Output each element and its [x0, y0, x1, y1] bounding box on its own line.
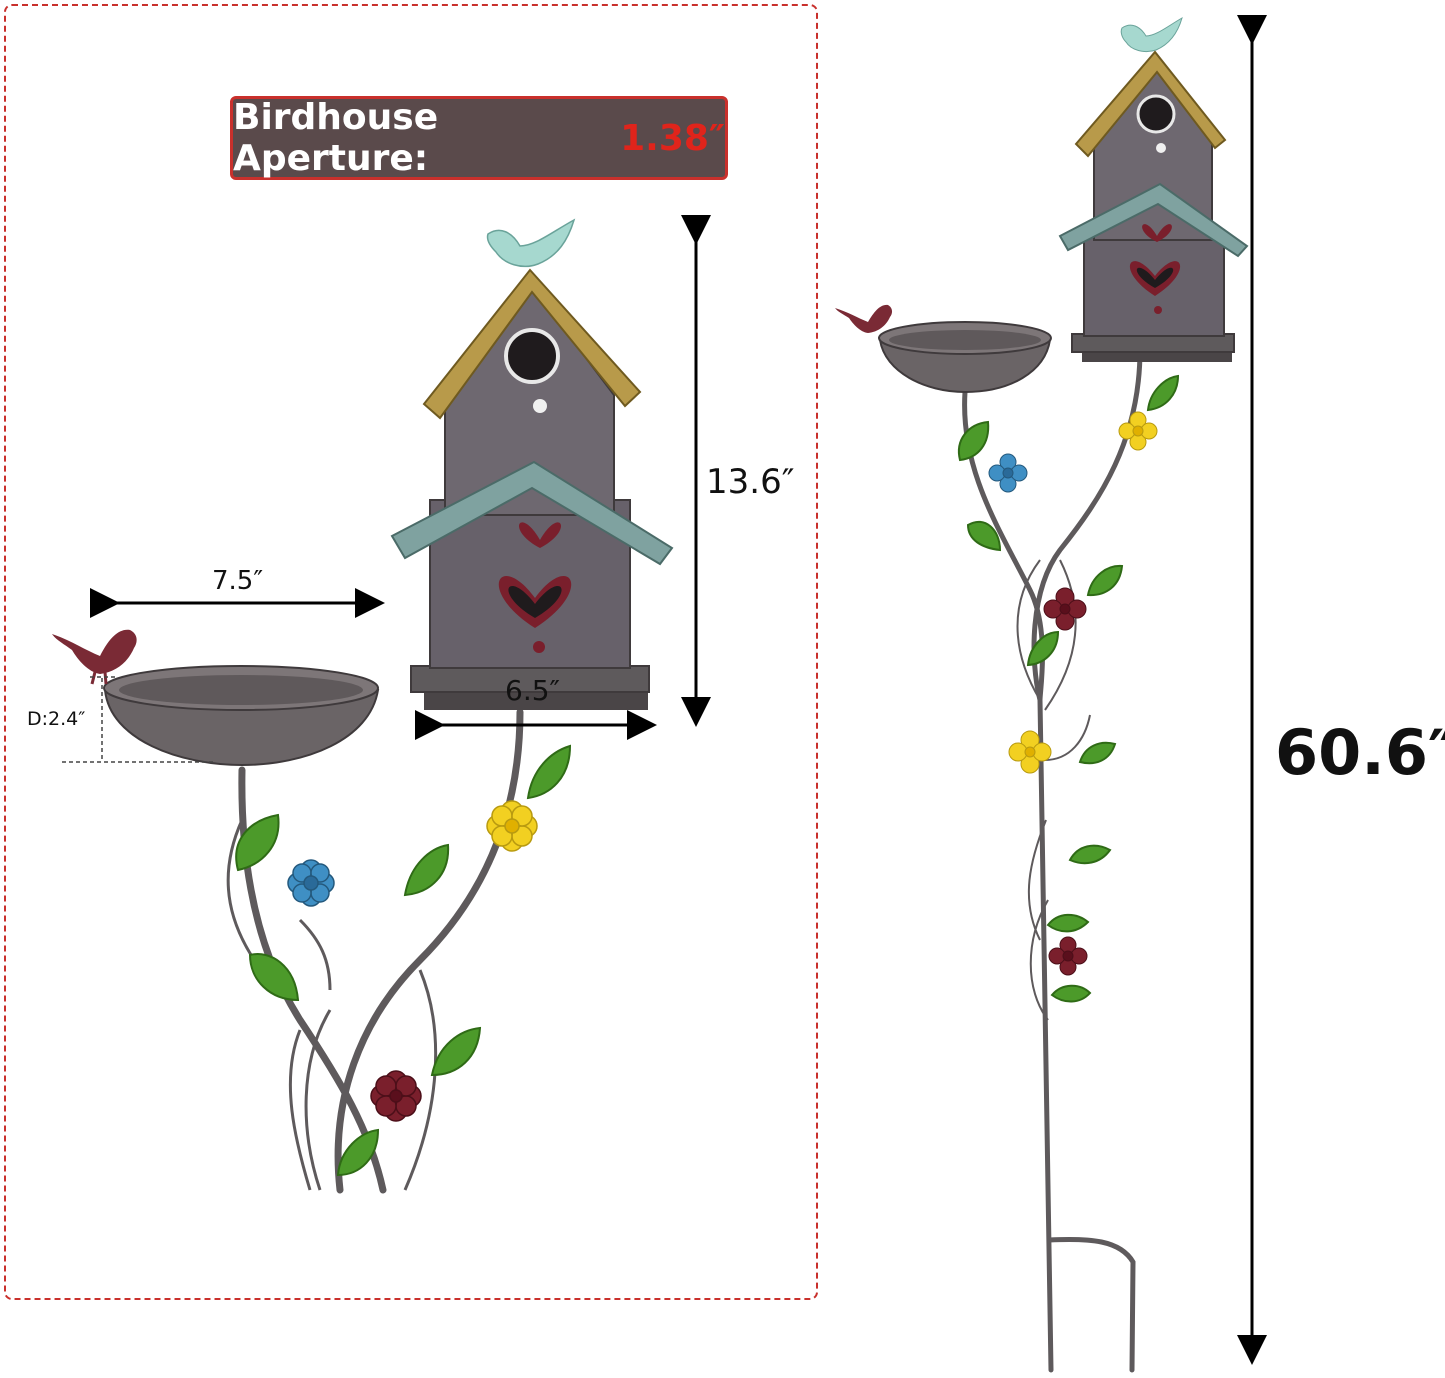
detail-stand-stems [238, 708, 524, 1194]
full-leaves [957, 374, 1180, 1003]
detail-bird-bath [103, 665, 380, 767]
bath-depth-label: D:2.4″ [27, 708, 86, 730]
full-flower-yellow-lower [1008, 730, 1052, 774]
full-roof-bird [1120, 16, 1183, 53]
aperture-label: Birdhouse Aperture: [233, 97, 439, 179]
detail-flower-blue [287, 859, 335, 907]
full-flower-yellow-upper [1118, 411, 1158, 451]
full-bath-bird [835, 304, 893, 333]
detail-birdhouse [390, 268, 674, 710]
detail-view-frame [4, 4, 818, 1300]
full-bird-bath [878, 321, 1052, 394]
full-flower-blue [988, 453, 1028, 493]
full-stand-stake [1037, 697, 1136, 1373]
total-height-label: 60.6″ [1275, 716, 1445, 789]
detail-dimension-lines [90, 215, 711, 740]
aperture-banner: Birdhouse Aperture: 1.38″ [230, 96, 728, 180]
full-flower-red-lower [1048, 936, 1088, 976]
aperture-value: 1.38″ [620, 117, 725, 159]
house-base-label: 6.5″ [505, 674, 560, 707]
full-flower-red-upper [1043, 587, 1087, 631]
detail-leaves [235, 744, 572, 1177]
full-stand-tendrils [1016, 559, 1091, 1021]
full-birdhouse [1058, 50, 1249, 362]
bath-width-label: 7.5″ [212, 566, 264, 596]
house-height-label: 13.6″ [706, 462, 795, 502]
detail-flower-yellow [486, 800, 538, 852]
detail-stand-tendrils [226, 819, 438, 1191]
detail-bath-bird [52, 629, 137, 685]
detail-roof-bird [486, 218, 576, 268]
depth-guide [62, 676, 214, 763]
detail-flower-red [370, 1070, 422, 1122]
